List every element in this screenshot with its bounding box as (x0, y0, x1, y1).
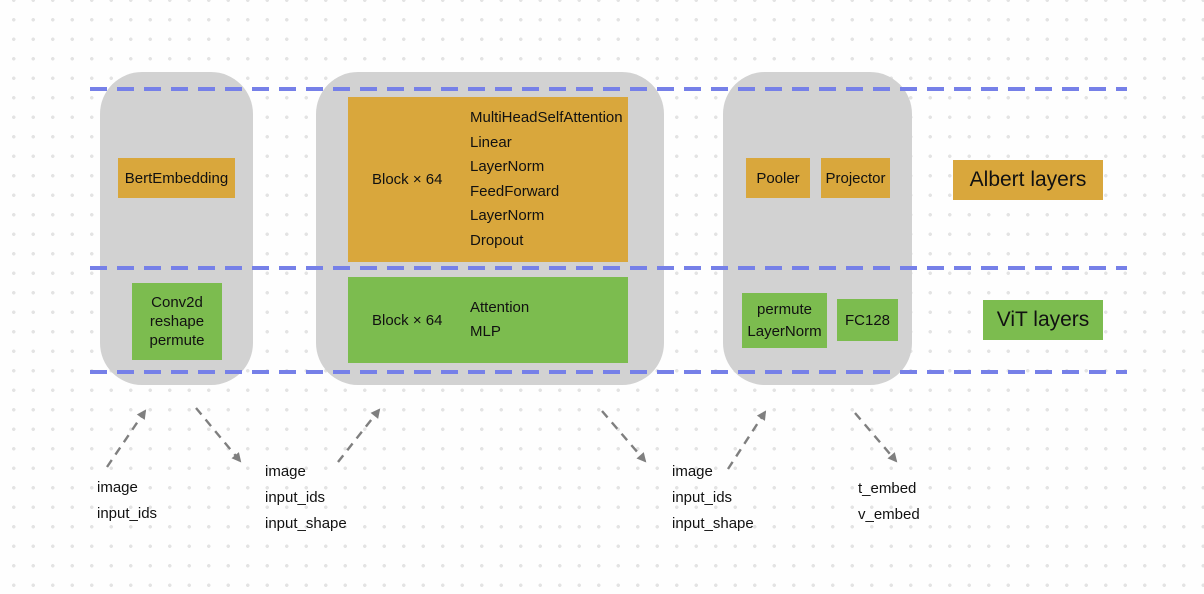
io-labels-stage3-input: image input_ids input_shape (672, 459, 754, 537)
io-label: image (265, 463, 306, 480)
vit-block-count-label: Block × 64 (372, 311, 443, 329)
io-labels-stage2-input: image input_ids input_shape (265, 459, 347, 537)
vit-patch-embedding-box: Conv2d reshape permute (132, 283, 222, 360)
input-arrow-up-icon-1 (106, 409, 147, 468)
reshape-label: reshape (149, 313, 205, 330)
pooler-label: Pooler (756, 169, 800, 187)
albert-layers-legend-label: Albert layers (969, 168, 1087, 191)
output-arrow-down-icon-1 (195, 407, 242, 463)
albert-op-layernorm-2: LayerNorm (470, 207, 545, 224)
io-labels-stage1-input: image input_ids (97, 475, 157, 527)
io-labels-output-embeddings: t_embed v_embed (858, 476, 920, 528)
io-label: v_embed (858, 506, 920, 523)
io-label: image (97, 479, 138, 496)
output-arrow-down-icon-3 (854, 412, 898, 463)
conv2d-label: Conv2d (151, 294, 203, 311)
io-label: input_ids (265, 489, 326, 506)
albert-encoder-block-box: Block × 64 MultiHeadSelfAttention Linear… (348, 97, 628, 262)
output-arrow-down-icon-2 (601, 410, 647, 463)
bert-embedding-box: BertEmbedding (118, 158, 235, 198)
projector-box: Projector (821, 158, 890, 198)
albert-op-mhsa: MultiHeadSelfAttention (470, 109, 623, 126)
vit-op-mlp: MLP (470, 323, 501, 340)
bert-embedding-label: BertEmbedding (124, 169, 229, 187)
input-arrow-up-icon-2 (337, 408, 381, 463)
fc128-box: FC128 (837, 299, 898, 341)
projector-label: Projector (825, 169, 886, 187)
io-label: image (672, 463, 713, 480)
head-layernorm-label: LayerNorm (747, 322, 822, 340)
albert-op-dropout: Dropout (470, 231, 524, 249)
vit-layers-legend-label: ViT layers (996, 308, 1090, 331)
albert-block-ops-list: MultiHeadSelfAttention Linear LayerNorm … (470, 106, 623, 253)
vit-op-attention: Attention (470, 298, 530, 316)
vit-layers-legend: ViT layers (983, 300, 1103, 340)
io-label: input_shape (672, 515, 754, 532)
albert-layers-legend: Albert layers (953, 160, 1103, 200)
permute-label: permute (149, 332, 205, 349)
head-permute-label: permute (756, 300, 813, 318)
fc128-label: FC128 (844, 311, 891, 329)
albert-op-layernorm-1: LayerNorm (470, 158, 545, 175)
vit-block-ops-list: Attention MLP (470, 296, 529, 345)
albert-op-feedforward: FeedForward (470, 182, 560, 200)
io-label: input_ids (97, 505, 158, 522)
io-label: input_shape (265, 515, 347, 532)
io-label: input_ids (672, 489, 733, 506)
vit-permute-layernorm-box: permute LayerNorm (742, 293, 827, 348)
vit-encoder-block-box: Block × 64 Attention MLP (348, 277, 628, 363)
pooler-box: Pooler (746, 158, 810, 198)
io-label: t_embed (858, 480, 917, 497)
albert-op-linear: Linear (470, 133, 512, 151)
albert-block-count-label: Block × 64 (372, 171, 443, 188)
